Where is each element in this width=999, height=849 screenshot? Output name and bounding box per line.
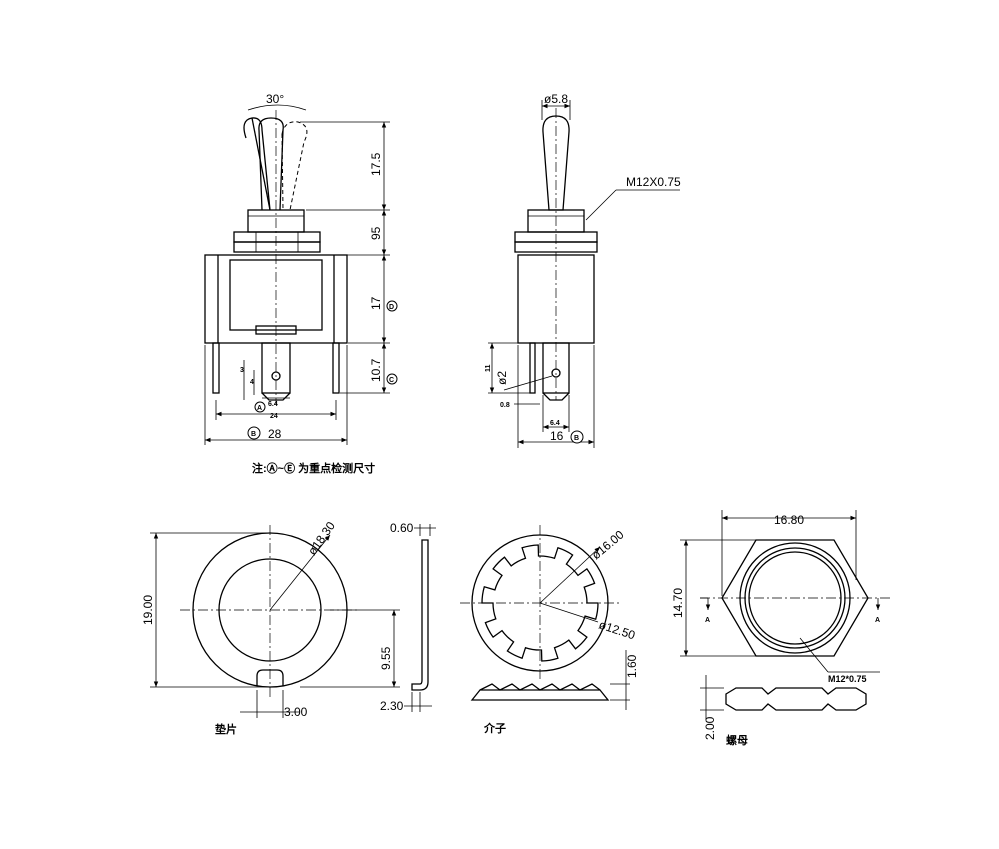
side-width-total: 16 bbox=[550, 429, 564, 443]
nut-width: 16.80 bbox=[774, 513, 804, 527]
thread-label: M12X0.75 bbox=[626, 175, 681, 189]
marker-c bbox=[386, 373, 398, 385]
washer-dia: ø18.30 bbox=[305, 519, 338, 558]
dim-08: 0.8 bbox=[500, 402, 510, 409]
marker-c-text: C bbox=[389, 377, 394, 384]
nut-thickness: 2.00 bbox=[703, 716, 717, 740]
washer-notch: 3.00 bbox=[284, 705, 308, 719]
side-marker-b-text: B bbox=[574, 435, 579, 442]
width-inner: 24 bbox=[270, 413, 278, 420]
washer-caption: 垫片 bbox=[215, 722, 237, 736]
height-lever: 17.5 bbox=[369, 152, 383, 176]
side-marker-b bbox=[570, 430, 584, 444]
washer-view: ø18.30 19.00 9.55 3.00 0.60 2.30 垫片 bbox=[141, 519, 436, 736]
lockwasher-inner: ø12.50 bbox=[597, 618, 637, 643]
marker-a-text: A bbox=[257, 405, 262, 412]
marker-d-text: D bbox=[389, 304, 394, 311]
width-total: 28 bbox=[268, 427, 282, 441]
dim-11: 11 bbox=[485, 364, 492, 372]
washer-thickness: 0.60 bbox=[390, 521, 414, 535]
marker-b-text: B bbox=[251, 431, 256, 438]
lever-dia: ø5.8 bbox=[544, 92, 568, 106]
section-a-left: A bbox=[705, 617, 710, 624]
washer-center-h: 9.55 bbox=[379, 646, 393, 670]
lockwasher-outer: ø16.00 bbox=[589, 527, 627, 562]
height-terminal: 10.7 bbox=[369, 358, 383, 382]
lockwasher-caption: 介子 bbox=[483, 721, 506, 735]
height-body: 17 bbox=[369, 296, 383, 310]
lockwasher-view: ø16.00 ø12.50 1.60 介子 bbox=[460, 525, 639, 735]
terminal-dim-64: 6.4 bbox=[268, 401, 278, 408]
hole-dia: ø2 bbox=[495, 371, 509, 385]
section-a-right: A bbox=[875, 617, 880, 624]
marker-d bbox=[386, 300, 398, 312]
marker-b bbox=[247, 426, 261, 440]
terminal-dim-3: 3 bbox=[240, 367, 244, 374]
nut-view: A A 16.80 14.70 M12*0.75 2.00 螺母 bbox=[671, 510, 890, 747]
washer-height: 19.00 bbox=[141, 595, 155, 625]
front-view: 30° 3 4 6.4 24 A bbox=[204, 92, 398, 445]
terminal-dim-4: 4 bbox=[250, 379, 254, 386]
nut-thread: M12*0.75 bbox=[828, 674, 867, 684]
marker-a bbox=[254, 401, 266, 413]
lockwasher-height: 1.60 bbox=[625, 654, 639, 678]
side-view: ø5.8 M12X0.75 ø2 11 0.8 6.4 16 B bbox=[485, 92, 681, 448]
inspection-note: 注:Ⓐ~Ⓔ 为重点检测尺寸 bbox=[252, 461, 375, 475]
height-bushing: 95 bbox=[369, 226, 383, 240]
dim-64: 6.4 bbox=[550, 420, 560, 427]
washer-bend: 2.30 bbox=[380, 699, 404, 713]
angle-label: 30° bbox=[266, 92, 284, 106]
nut-height: 14.70 bbox=[671, 588, 685, 618]
nut-caption: 螺母 bbox=[726, 733, 748, 747]
